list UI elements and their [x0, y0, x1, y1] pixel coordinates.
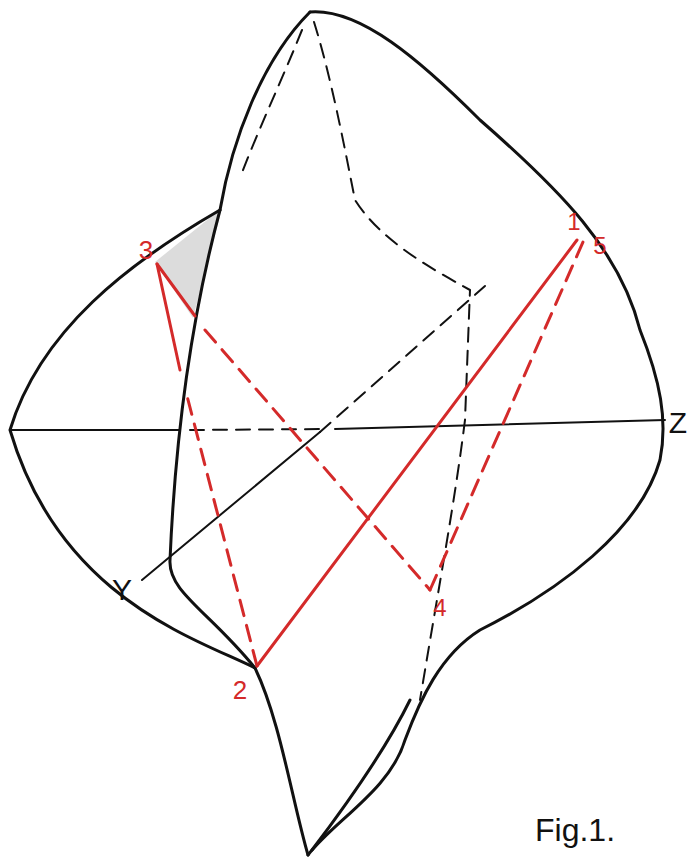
axis-line — [190, 429, 325, 430]
hidden-edge — [314, 22, 470, 700]
outline — [170, 12, 310, 668]
path-segment — [186, 392, 257, 666]
outline — [308, 12, 663, 855]
axis-label: Z — [669, 408, 687, 438]
path-segment — [257, 240, 577, 666]
axis-line — [335, 420, 665, 429]
path-segment — [430, 242, 583, 590]
callout-number: 5 — [593, 234, 606, 258]
outline — [10, 210, 255, 668]
path-segment — [205, 330, 430, 590]
callout-number: 2 — [233, 677, 247, 703]
axis-line — [142, 432, 320, 580]
axis-line — [10, 429, 180, 431]
axis-label: Y — [112, 575, 132, 605]
callout-number: 1 — [567, 210, 580, 234]
figure-caption: Fig.1. — [535, 814, 615, 846]
axis-line — [320, 286, 485, 432]
callout-number: 3 — [139, 237, 153, 263]
outline — [312, 700, 410, 850]
outline — [255, 668, 308, 855]
callout-number: 4 — [433, 596, 446, 620]
hidden-edge — [240, 30, 302, 178]
path-segment — [157, 264, 195, 316]
